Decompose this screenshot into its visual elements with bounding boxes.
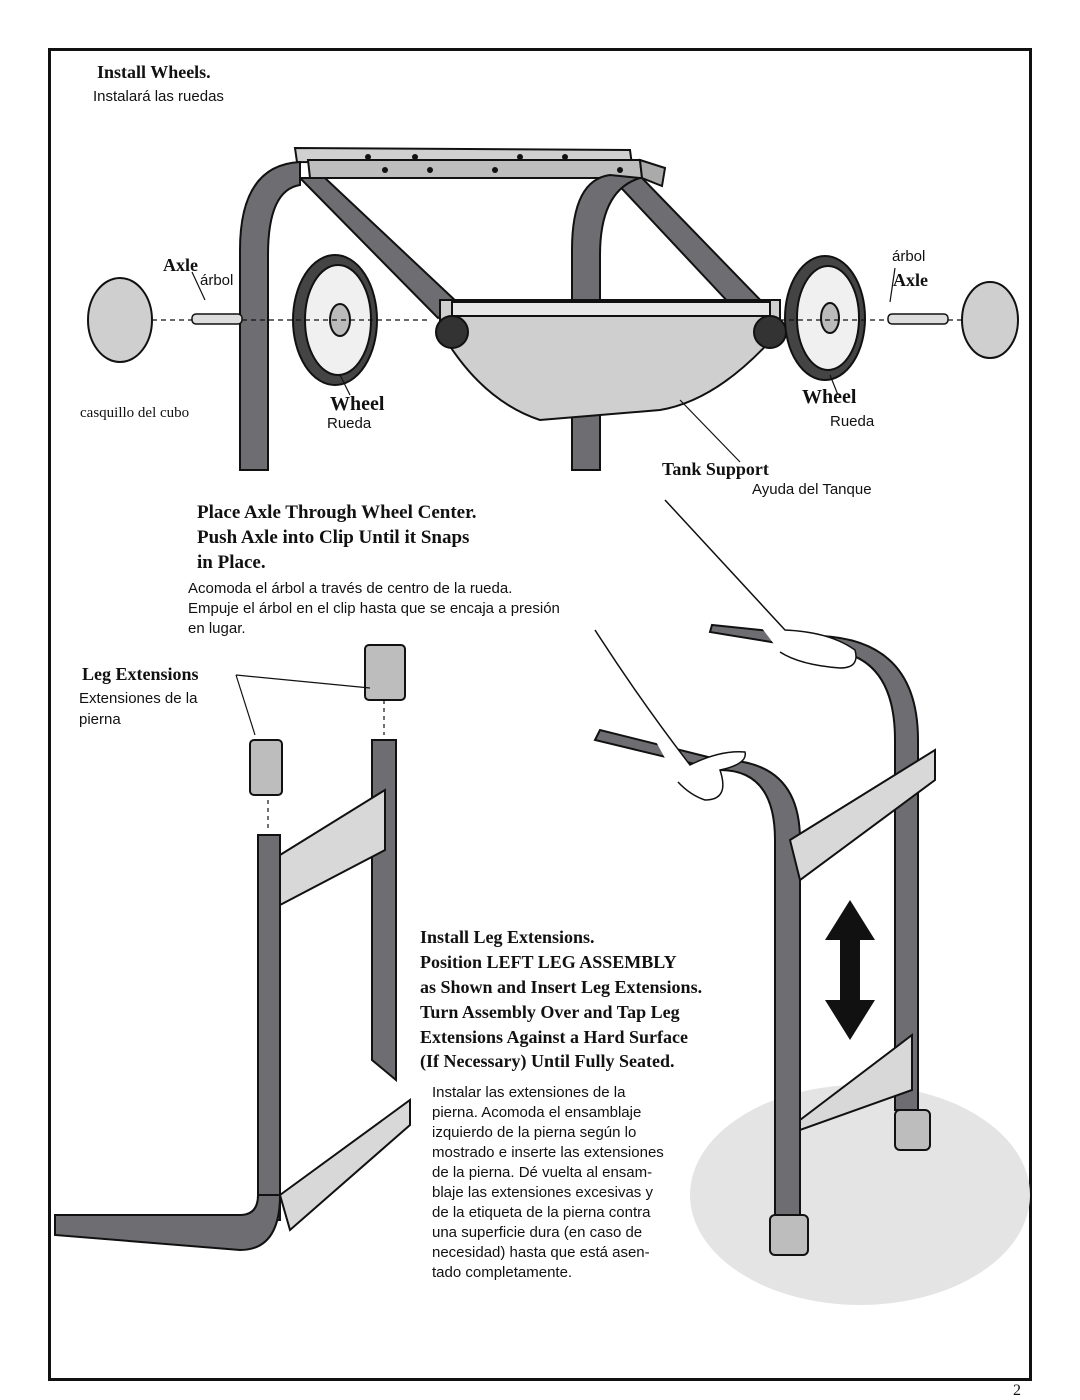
right-axle [887, 313, 949, 325]
step-legs-es-3: mostrado e inserte las extensiones [432, 1144, 664, 1161]
tank-support-label-es: Ayuda del Tanque [752, 481, 872, 498]
up-down-arrow-icon [825, 900, 875, 1040]
page-number: 2 [1013, 1382, 1021, 1399]
install-wheels-title: Install Wheels. [97, 62, 211, 82]
step-legs-es-6: de la etiqueta de la pierna contra [432, 1204, 651, 1221]
install-wheels-title-es: Instalará las ruedas [93, 88, 224, 105]
leg-extensions-es-2: pierna [79, 711, 121, 728]
step-legs-line5: Extensions Against a Hard Surface [420, 1027, 689, 1047]
right-hubcap [961, 281, 1019, 359]
left-axle [191, 313, 243, 325]
step-legs-es-0: Instalar las extensiones de la [432, 1084, 626, 1101]
step-legs-line2: Position LEFT LEG ASSEMBLY [420, 952, 677, 972]
page-frame [48, 48, 1032, 1381]
tank-support-label: Tank Support [662, 459, 769, 479]
left-hubcap [87, 277, 153, 363]
right-wheel [784, 255, 866, 381]
step-legs-es-4: de la pierna. Dé vuelta al ensam- [432, 1164, 653, 1181]
step-legs-line6: (If Necessary) Until Fully Seated. [420, 1051, 675, 1071]
axle-label-right: Axle [893, 270, 928, 290]
left-leg-assembly [54, 644, 411, 1252]
right-leg-assembly [593, 623, 936, 1256]
step-legs-line4: Turn Assembly Over and Tap Leg [420, 1002, 680, 1022]
rueda-label-left: Rueda [327, 415, 372, 432]
step-legs-es-1: pierna. Acomoda el ensamblaje [432, 1104, 642, 1121]
floor-surface [690, 1085, 1030, 1305]
step-axle-line1: Place Axle Through Wheel Center. [197, 502, 477, 523]
step-axle-es: Acomoda el árbol a través de centro de l… [188, 580, 560, 637]
leg-extensions-es-1: Extensiones de la [79, 690, 198, 707]
step-legs-es-2: izquierdo de la pierna según lo [432, 1124, 637, 1141]
arbol-label-right: árbol [892, 248, 926, 265]
step-legs-es-8: necesidad) hasta que está asen- [432, 1244, 650, 1261]
step-legs-es-5: blaje las extensiones excesivas y [432, 1184, 653, 1201]
step-legs-es-9: tado completamente. [432, 1264, 573, 1281]
arbol-label-left: árbol [200, 272, 234, 289]
wheel-label-left: Wheel [330, 393, 385, 415]
step-legs-line1: Install Leg Extensions. [420, 927, 595, 947]
rueda-label-right: Rueda [830, 413, 875, 430]
step-legs-es-7: una superficie dura (en caso de [432, 1224, 643, 1241]
axle-label-left: Axle [163, 255, 198, 275]
hubcap-label-es: casquillo del cubo [80, 405, 190, 421]
grill-cart-frame [239, 146, 787, 471]
wheel-label-right: Wheel [802, 386, 857, 408]
step-axle-line3: in Place. [197, 552, 266, 573]
step-legs-line3: as Shown and Insert Leg Extensions. [420, 977, 703, 997]
step-axle-line2: Push Axle into Clip Until it Snaps [197, 527, 470, 548]
leg-extensions-label: Leg Extensions [82, 664, 199, 684]
